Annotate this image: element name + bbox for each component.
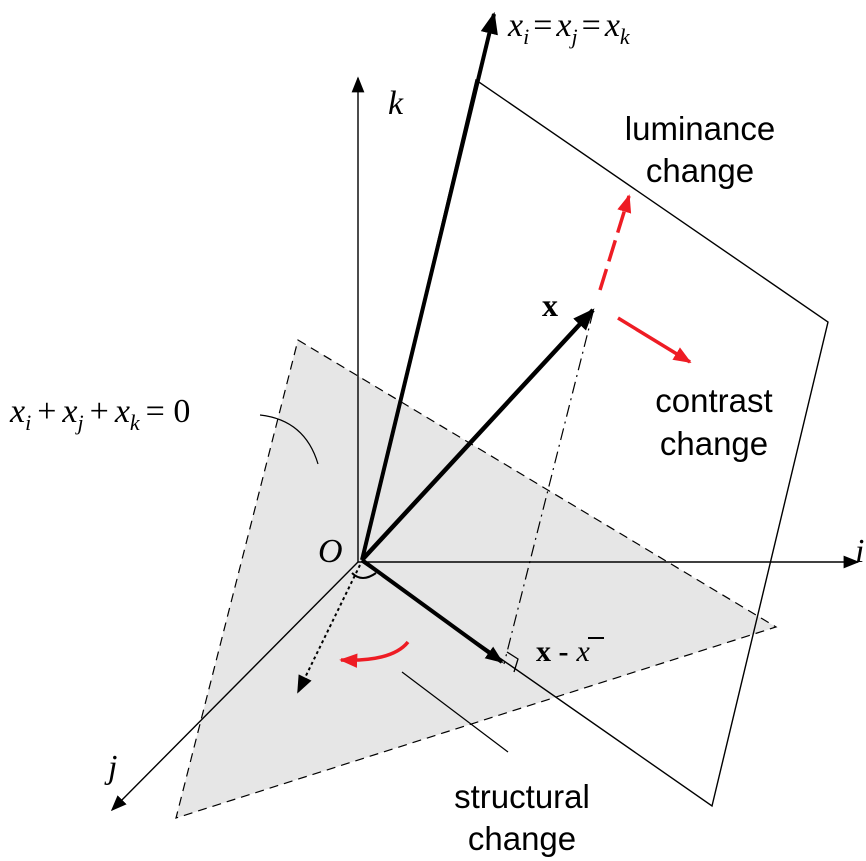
structural-label-line1: structural <box>454 778 590 815</box>
k-axis-label: k <box>388 85 404 122</box>
origin-label: O <box>318 533 343 570</box>
plane-equation: xi+xj+xk= 0 <box>9 393 190 435</box>
structural-rotation-arrow <box>339 640 410 668</box>
j-axis <box>110 561 359 812</box>
diagonal-axis <box>360 11 498 561</box>
plane-equation-leader <box>259 414 319 465</box>
i-axis-label: i <box>855 533 864 570</box>
zero-sum-plane <box>175 339 778 819</box>
contrast-label-line1: contrast <box>655 382 772 419</box>
j-axis-label: j <box>104 749 117 786</box>
structural-label-line2: change <box>468 820 576 857</box>
right-angle-mark <box>506 651 519 673</box>
x-vector <box>360 308 595 562</box>
luminance-label-line1: luminance <box>625 110 775 147</box>
contrast-label-line2: change <box>660 425 768 462</box>
x-vector-label: x <box>542 287 558 323</box>
luminance-change-arrow <box>598 194 632 291</box>
contrast-change-arrow <box>617 316 692 364</box>
x-minus-mean-vector <box>360 558 504 664</box>
luminance-label-line2: change <box>646 152 754 189</box>
structural-leader <box>401 671 509 753</box>
x-minus-mean-label: x -x <box>536 635 591 668</box>
angle-arc <box>351 572 377 579</box>
diagonal-equation: xi=xj=xk <box>507 7 631 49</box>
